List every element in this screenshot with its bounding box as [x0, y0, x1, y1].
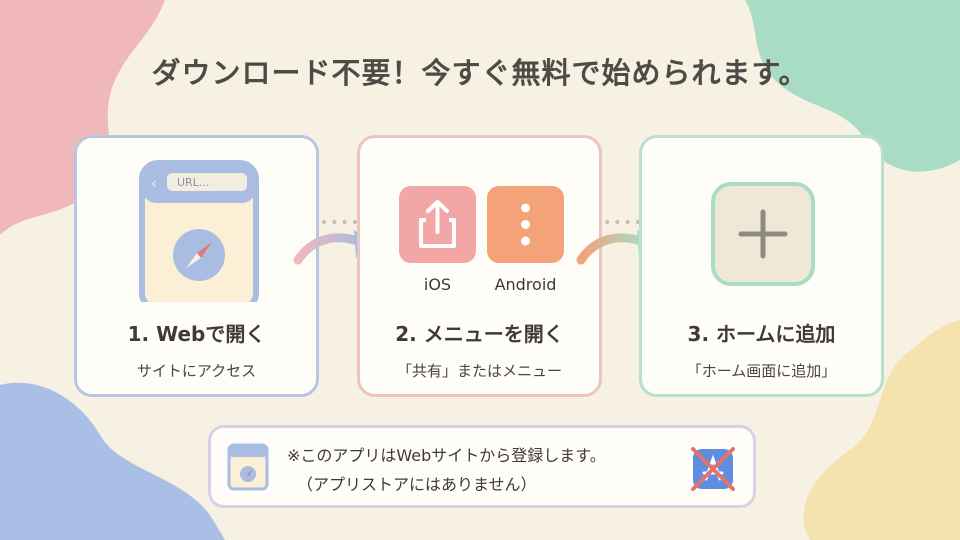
connector-dots: ••••• — [320, 215, 372, 231]
step-card-menu: iOS Android 2. メニューを開く 「共有」またはメニュー — [357, 135, 602, 397]
url-placeholder: URL... — [177, 176, 210, 189]
step-1-subtitle: サイトにアクセス — [136, 362, 257, 380]
ios-share-tile — [399, 186, 476, 263]
note-line-1: ※このアプリはWebサイトから登録します。 — [287, 446, 606, 465]
android-label: Android — [494, 275, 557, 294]
step-card-home: 3. ホームに追加 「ホーム画面に追加」 — [639, 135, 884, 397]
android-menu-tile — [487, 186, 564, 263]
yellow-blob — [803, 320, 960, 540]
ios-label: iOS — [423, 275, 452, 294]
browser-window-icon — [227, 443, 269, 491]
step-card-web: ‹ URL... 1. Webで開く サイトにアクセス — [74, 135, 319, 397]
step-2-subtitle: 「共有」またはメニュー — [396, 362, 562, 380]
note-line-2: （アプリストアにはありません） — [297, 475, 537, 494]
mint-blob — [745, 0, 960, 172]
step-1-title: 1. Webで開く — [127, 322, 266, 346]
phone-browser-icon: ‹ — [139, 160, 259, 302]
headline: ダウンロード不要！今すぐ無料で始められます。 — [151, 56, 809, 90]
plus-icon — [738, 209, 788, 259]
note-box: ※このアプリはWebサイトから登録します。 （アプリストアにはありません） — [208, 425, 756, 508]
step-3-title: 3. ホームに追加 — [687, 322, 836, 346]
step-2-title: 2. メニューを開く — [395, 322, 564, 346]
add-tile — [711, 182, 815, 286]
kebab-menu-icon — [521, 203, 530, 246]
app-store-crossed-icon — [691, 447, 735, 491]
pink-blob — [0, 0, 165, 235]
svg-text:‹: ‹ — [151, 176, 157, 192]
blue-blob — [0, 382, 225, 540]
step-3-subtitle: 「ホーム画面に追加」 — [686, 362, 837, 380]
share-icon — [419, 200, 456, 248]
